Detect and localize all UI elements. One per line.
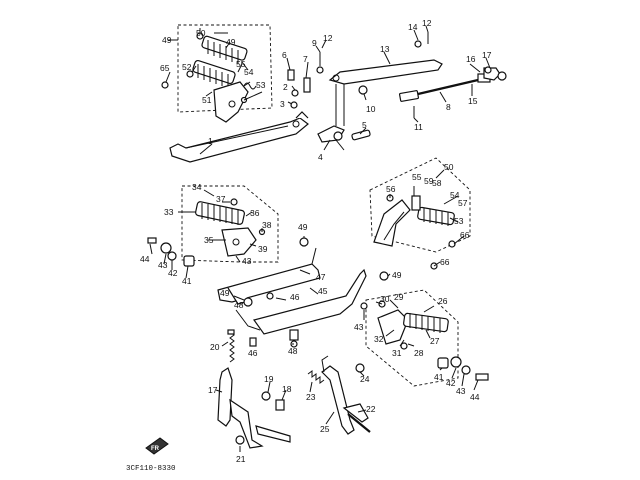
callout-2: 2 (283, 82, 288, 92)
callout-52: 54 (450, 190, 460, 200)
pivot-hardware (287, 52, 371, 151)
callout-32: 31 (392, 348, 402, 358)
callout-36: 35 (204, 235, 214, 245)
callout-26: 25 (320, 424, 330, 434)
callout-28: 27 (430, 336, 440, 346)
callout-17: 17 (482, 50, 492, 60)
brake-rod (328, 32, 507, 118)
callout-labels: 49 50 49 65 52 55 54 53 51 1 6 7 2 3 9 1… (140, 18, 492, 464)
callout-7: 7 (303, 54, 308, 64)
callout-21: 20 (210, 342, 220, 352)
callout-43-b: 43 (242, 256, 252, 266)
callout-41-b: 41 (434, 372, 444, 382)
callout-12-a: 12 (323, 33, 333, 43)
callout-49-c: 49 (220, 288, 230, 298)
callout-41-a: 41 (182, 276, 192, 286)
callout-59: 49 (226, 37, 236, 47)
callout-12-b: 12 (422, 18, 432, 28)
callout-38: 37 (216, 194, 226, 204)
front-footrest-group (161, 24, 273, 123)
svg-text:FR: FR (151, 446, 160, 452)
callout-66-a: 65 (160, 63, 170, 73)
callout-34: 33 (164, 207, 174, 217)
callout-47: 47 (316, 272, 326, 282)
callout-40: 39 (258, 244, 268, 254)
callout-29: 28 (414, 348, 424, 358)
callout-54: 56 (386, 184, 396, 194)
stands (217, 329, 371, 449)
callout-19: 18 (282, 384, 292, 394)
callout-9: 9 (312, 38, 317, 48)
front-marker: FR (145, 437, 169, 455)
callout-58: 49 (162, 35, 172, 45)
callout-3: 3 (280, 99, 285, 109)
callout-61: 51 (202, 95, 212, 105)
callout-31: 30 (380, 294, 390, 304)
callout-18: 17 (208, 385, 218, 395)
callout-10: 10 (366, 104, 376, 114)
callout-57: 59 (424, 176, 434, 186)
callout-5: 5 (362, 120, 367, 130)
callout-60: 50 (196, 28, 206, 38)
callout-14: 14 (408, 22, 418, 32)
callout-13: 13 (380, 44, 390, 54)
callout-49-b: 49 (392, 270, 402, 280)
callout-44-b: 44 (470, 392, 480, 402)
callout-48: 48 (234, 300, 244, 310)
callout-44-a: 44 (140, 254, 150, 264)
right-footrest-group (369, 157, 471, 270)
stand-frame (217, 237, 389, 335)
callout-48-b: 48 (288, 346, 298, 356)
callout-43-c: 43 (354, 322, 364, 332)
callout-23: 22 (366, 404, 376, 414)
callout-25: 24 (360, 374, 370, 384)
callout-67: 66 (440, 257, 450, 267)
callout-15: 15 (468, 96, 478, 106)
callout-1: 1 (208, 136, 213, 146)
callout-42-a: 42 (168, 268, 178, 278)
callout-65: 55 (236, 59, 246, 69)
callout-39: 38 (262, 220, 272, 230)
callout-22: 21 (236, 454, 246, 464)
callout-55: 57 (458, 198, 468, 208)
callout-16: 16 (466, 54, 476, 64)
drawing-code: 3CF110-8330 (126, 465, 176, 473)
callout-43-a: 43 (158, 260, 168, 270)
callout-42-b: 42 (446, 378, 456, 388)
callout-49-a: 49 (298, 222, 308, 232)
callout-51: 53 (454, 216, 464, 226)
callout-6: 6 (282, 50, 287, 60)
callout-43-d: 43 (456, 386, 466, 396)
callout-8: 8 (446, 102, 451, 112)
leader-lines (149, 25, 491, 452)
callout-46-a: 46 (290, 292, 300, 302)
callout-37: 36 (250, 208, 260, 218)
callout-33: 32 (374, 334, 384, 344)
callout-56: 58 (432, 178, 442, 188)
callout-62: 52 (182, 62, 192, 72)
callout-24: 23 (306, 392, 316, 402)
callout-35: 34 (192, 182, 202, 192)
callout-30: 29 (394, 292, 404, 302)
callout-11: 11 (414, 122, 423, 132)
rear-footrest-group (360, 289, 489, 387)
callout-27: 26 (438, 296, 448, 306)
brake-pedal (169, 111, 309, 163)
callout-46-b: 46 (248, 348, 258, 358)
callout-66-b: 66 (460, 230, 470, 240)
left-footrest-group (147, 185, 279, 267)
callout-20: 19 (264, 374, 274, 384)
callout-45: 45 (318, 286, 328, 296)
callout-64: 54 (244, 67, 254, 77)
callout-53: 55 (412, 172, 422, 182)
callout-63: 53 (256, 80, 266, 90)
callout-4: 4 (318, 152, 323, 162)
callout-50: 50 (444, 162, 454, 172)
